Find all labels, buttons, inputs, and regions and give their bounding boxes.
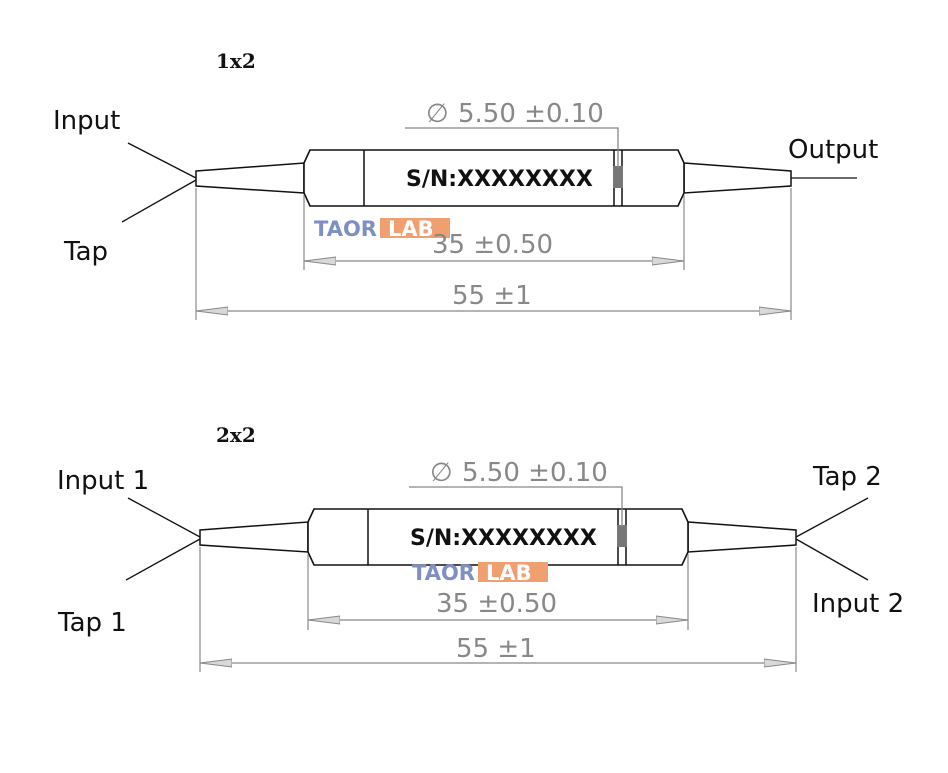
label-output: Output: [788, 135, 878, 165]
right-boot: [687, 521, 797, 553]
tap1-fiber: [125, 538, 201, 581]
label-tap-2: Tap 2: [812, 462, 882, 492]
left-boot: [195, 162, 305, 194]
right-boot: [683, 162, 792, 194]
body-length-dimension: 35 ±0.50: [432, 230, 553, 260]
total-length-dimension: 55 ±1: [456, 634, 536, 664]
coupler-body: [303, 149, 685, 207]
svg-text:TAOR: TAOR: [314, 217, 377, 241]
diameter-marker: [617, 525, 627, 547]
tap2-fiber: [795, 497, 869, 538]
label-input-1: Input 1: [57, 466, 149, 496]
label-tap-1: Tap 1: [57, 608, 127, 638]
serial-number: S/N:XXXXXXXX: [410, 526, 597, 551]
diameter-symbol: ∅: [430, 458, 453, 488]
serial-number: S/N:XXXXXXXX: [406, 167, 593, 192]
input1-fiber: [127, 497, 201, 538]
diagram-title: 1x2: [216, 49, 256, 73]
total-length-dimension: 55 ±1: [452, 281, 532, 311]
svg-text:LAB: LAB: [486, 561, 532, 585]
label-input: Input: [53, 106, 120, 136]
coupler-body: [307, 508, 689, 566]
taorlab-logo: TAOR LAB: [314, 217, 450, 241]
diameter-dimension: 5.50 ±0.10: [462, 458, 608, 488]
diagram-2x2: 2x2 S/N:XXXXXXXX ∅ 5.50 ±0.10 TAOR LAB: [57, 423, 904, 672]
svg-text:LAB: LAB: [388, 217, 434, 241]
label-input-2: Input 2: [812, 589, 904, 619]
diameter-symbol: ∅: [426, 99, 449, 129]
diagram-1x2: 1x2 S/N:XXXXXXXX ∅ 5.50 ±0.10 TAOR LAB: [53, 49, 878, 320]
diameter-marker: [613, 166, 623, 188]
taorlab-logo: TAOR LAB: [412, 561, 548, 585]
diagram-title: 2x2: [216, 423, 256, 447]
label-tap: Tap: [63, 237, 108, 267]
svg-text:TAOR: TAOR: [412, 561, 475, 585]
tap-fiber: [121, 179, 197, 223]
diameter-dimension: 5.50 ±0.10: [458, 99, 604, 129]
body-length-dimension: 35 ±0.50: [436, 589, 557, 619]
input2-fiber: [795, 538, 869, 581]
input-fiber: [127, 142, 197, 179]
left-boot: [199, 521, 309, 553]
